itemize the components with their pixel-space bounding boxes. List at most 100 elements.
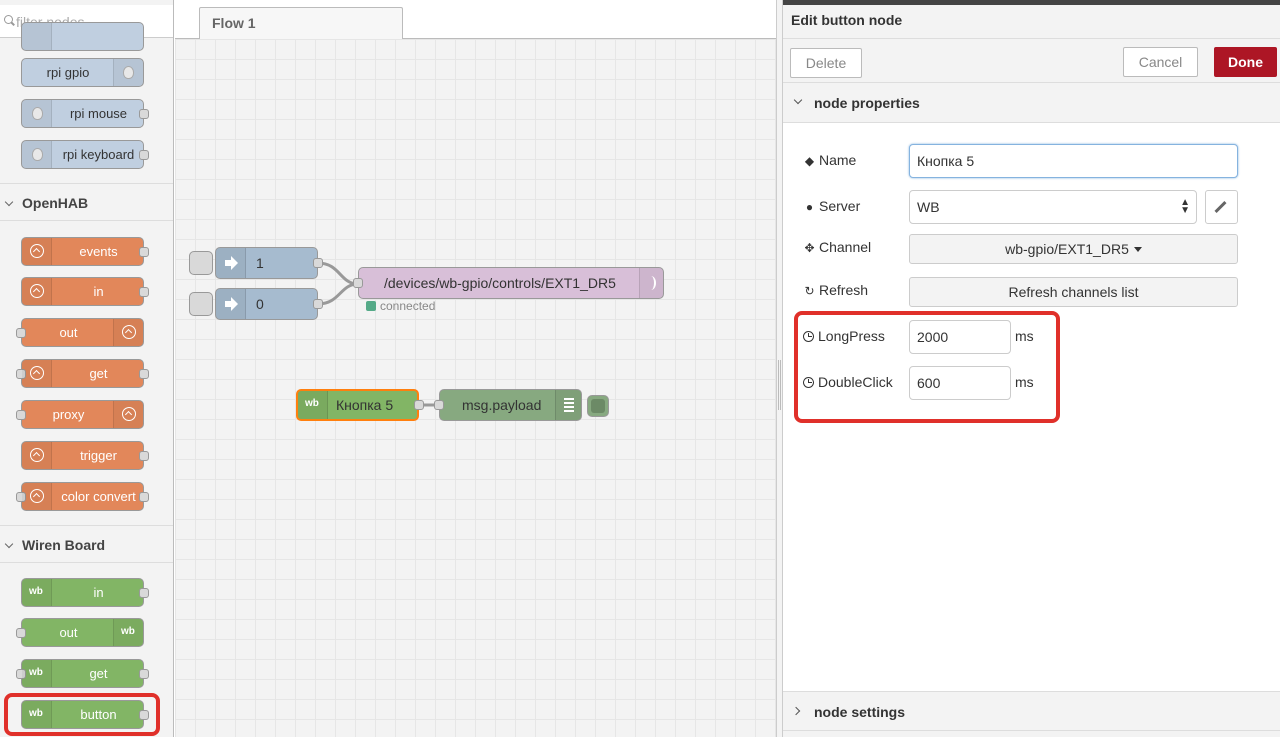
globe-icon: ● (805, 200, 814, 214)
flow-canvas[interactable]: 1 0 /devices/wb-gpio/controls/EXT1_DR5 c… (175, 39, 776, 737)
openhab-icon (122, 325, 136, 339)
input-port[interactable] (353, 278, 363, 288)
inject-button[interactable] (189, 292, 213, 316)
palette-node-openhab-trigger[interactable]: trigger (21, 441, 149, 470)
output-port[interactable] (139, 588, 149, 598)
palette-node-label: rpi mouse (69, 106, 128, 121)
tab-flow-1[interactable]: Flow 1 (199, 7, 403, 40)
form-row-name: ◆Name Кнопка 5 (783, 144, 1280, 180)
palette-node-wb-in[interactable]: wb in (21, 578, 149, 607)
wb-icon: wb (305, 398, 319, 409)
wires (317, 261, 439, 407)
channel-dropdown[interactable]: wb-gpio/EXT1_DR5 (909, 234, 1238, 264)
palette-node-rpi-gpio[interactable]: rpi gpio (21, 58, 144, 87)
splitter-grip-icon[interactable] (778, 360, 781, 410)
raspberry-icon (22, 23, 52, 50)
output-port[interactable] (313, 258, 323, 268)
search-icon (4, 15, 13, 24)
arrow-right-icon (225, 297, 238, 311)
palette-sidebar: rpi gpio rpi mouse rpi keyboard OpenHAB … (0, 0, 174, 737)
chevron-down-icon (4, 539, 14, 549)
output-port[interactable] (313, 299, 323, 309)
palette-node-openhab-color-convert[interactable]: color convert (16, 482, 149, 511)
form-row-server: ●Server WB ▲▼ (783, 190, 1280, 226)
name-input[interactable]: Кнопка 5 (909, 144, 1238, 178)
output-port[interactable] (139, 287, 149, 297)
inject-node-1[interactable]: 1 (189, 247, 323, 279)
palette-node-label: in (93, 585, 104, 600)
palette-node-wb-get[interactable]: wb get (16, 659, 149, 688)
longpress-unit: ms (1015, 328, 1034, 344)
mqtt-out-node[interactable]: /devices/wb-gpio/controls/EXT1_DR5 (353, 267, 664, 299)
inject-node-2[interactable]: 0 (189, 288, 323, 320)
panel-splitter[interactable] (776, 0, 783, 737)
palette-node-rpi-partial[interactable] (21, 22, 144, 51)
input-port[interactable] (16, 328, 26, 338)
longpress-input[interactable]: 2000 (909, 320, 1011, 354)
debug-toggle-button[interactable] (587, 395, 609, 417)
clock-icon (803, 377, 814, 388)
form-row-refresh: ↻Refresh Refresh channels list (783, 277, 1280, 313)
clock-icon (803, 331, 814, 342)
doubleclick-input[interactable]: 600 (909, 366, 1011, 400)
button-node-label: Кнопка 5 (336, 397, 394, 413)
done-button[interactable]: Done (1214, 47, 1277, 77)
chevron-down-icon (793, 95, 803, 105)
workspace: Flow 1 1 0 /devices/wb-gpio/controls/EXT… (175, 0, 776, 737)
refresh-channels-button[interactable]: Refresh channels list (909, 277, 1238, 307)
input-port[interactable] (16, 369, 26, 379)
list-icon (564, 398, 574, 412)
output-port[interactable] (139, 710, 149, 720)
input-port[interactable] (16, 669, 26, 679)
raspberry-icon (32, 107, 43, 120)
refresh-icon: ↻ (804, 284, 815, 298)
openhab-icon (30, 244, 44, 258)
status-dot-icon (366, 301, 376, 311)
palette-node-rpi-keyboard[interactable]: rpi keyboard (21, 140, 149, 169)
palette-node-wb-out[interactable]: out wb (16, 618, 144, 647)
delete-button[interactable]: Delete (790, 48, 862, 78)
mqtt-status: connected (366, 299, 435, 313)
cancel-button[interactable]: Cancel (1123, 47, 1198, 77)
output-port[interactable] (139, 109, 149, 119)
wb-button-node[interactable]: wb Кнопка 5 (296, 389, 424, 421)
palette-node-label: out (59, 325, 78, 340)
mqtt-node-label: /devices/wb-gpio/controls/EXT1_DR5 (384, 275, 616, 291)
palette-category-wirenboard[interactable]: Wiren Board (0, 525, 173, 563)
output-port[interactable] (139, 492, 149, 502)
select-arrows-icon: ▲▼ (1180, 197, 1190, 216)
input-port[interactable] (16, 628, 26, 638)
section-node-settings[interactable]: node settings (783, 691, 1280, 731)
palette-node-openhab-events[interactable]: events (21, 237, 149, 266)
openhab-icon (30, 284, 44, 298)
palette-node-openhab-out[interactable]: out (16, 318, 144, 347)
palette-category-openhab[interactable]: OpenHAB (0, 183, 173, 221)
wb-icon: wb (29, 586, 43, 597)
raspberry-icon (32, 148, 43, 161)
output-port[interactable] (139, 669, 149, 679)
debug-node[interactable]: msg.payload (434, 389, 609, 421)
category-title: Wiren Board (22, 537, 106, 553)
input-port[interactable] (16, 410, 26, 420)
form-row-channel: ✥Channel wb-gpio/EXT1_DR5 (783, 234, 1280, 270)
input-port[interactable] (16, 492, 26, 502)
output-port[interactable] (139, 451, 149, 461)
output-port[interactable] (414, 400, 424, 410)
section-node-properties[interactable]: node properties (783, 83, 1280, 123)
name-label: ◆Name (804, 152, 857, 168)
output-port[interactable] (139, 150, 149, 160)
output-port[interactable] (139, 247, 149, 257)
palette-node-rpi-mouse[interactable]: rpi mouse (21, 99, 149, 128)
wb-icon: wb (121, 626, 135, 637)
palette-node-wb-button[interactable]: wb button (21, 700, 149, 729)
palette-node-openhab-in[interactable]: in (21, 277, 149, 306)
palette-node-openhab-proxy[interactable]: proxy (16, 400, 144, 429)
palette-node-openhab-get[interactable]: get (16, 359, 149, 388)
output-port[interactable] (139, 369, 149, 379)
server-select[interactable]: WB ▲▼ (909, 190, 1197, 224)
edit-server-button[interactable] (1205, 190, 1238, 224)
server-label: ●Server (803, 198, 860, 214)
inject-button[interactable] (189, 251, 213, 275)
channel-label: ✥Channel (804, 239, 872, 255)
input-port[interactable] (434, 400, 444, 410)
